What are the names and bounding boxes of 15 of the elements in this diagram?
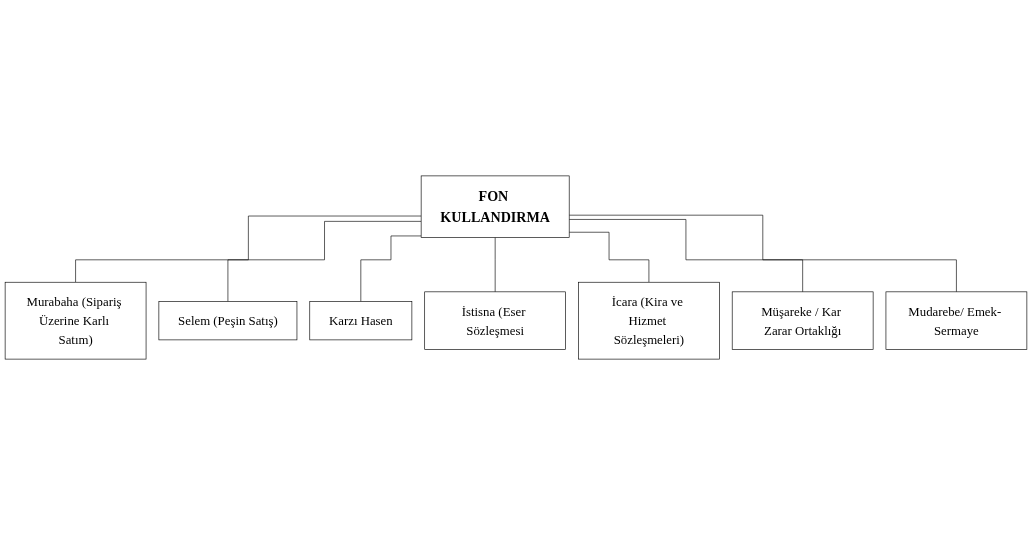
node-box: Müşareke / Kar Zarar Ortaklığı [731, 291, 874, 350]
node-box: Mudarebe/ Emek- Sermaye [885, 291, 1028, 350]
connector [568, 214, 957, 293]
connector [568, 231, 650, 283]
node-box: Murabaha (Sipariş Üzerine Karlı Satım) [4, 281, 147, 360]
node-box: FON KULLANDIRMA [420, 175, 570, 238]
node-box: İcara (Kira ve Hizmet Sözleşmeleri) [578, 281, 720, 360]
connector [568, 219, 803, 293]
node-box: İstisna (Eser Sözleşmesi [424, 291, 566, 350]
connector [227, 221, 422, 302]
connector [494, 237, 496, 293]
connector [360, 235, 422, 302]
connector [75, 215, 422, 283]
node-box: Selem (Peşin Satış) [158, 301, 298, 341]
node-box: Karzı Hasen [309, 301, 413, 341]
